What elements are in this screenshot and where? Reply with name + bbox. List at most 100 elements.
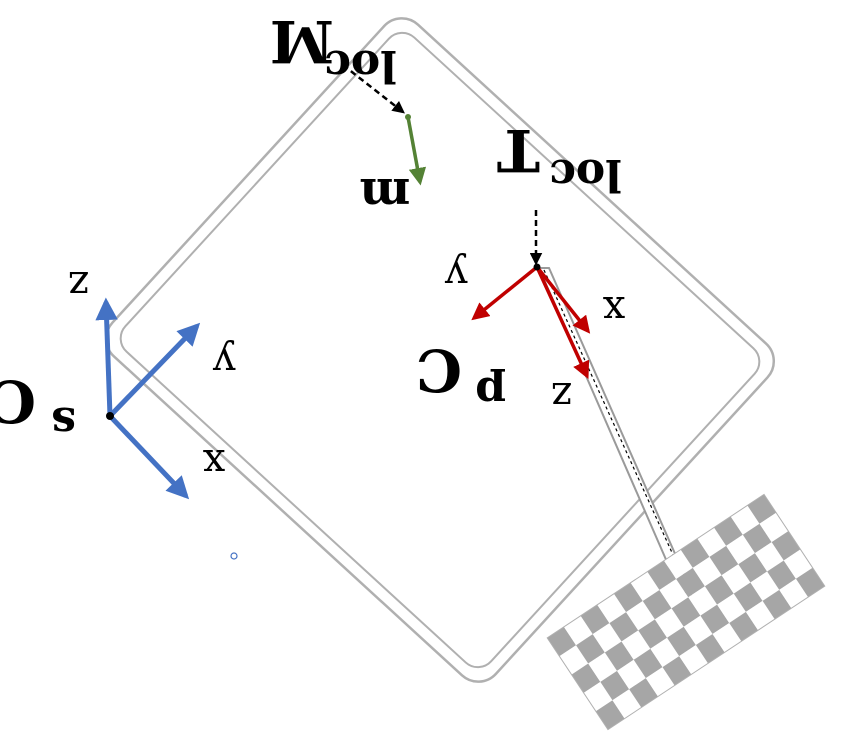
checker-cell <box>667 626 696 657</box>
p-axis-z-arrow <box>535 266 590 380</box>
tablet-inner-edge <box>119 31 761 669</box>
s-axis-z-label: z <box>68 262 89 308</box>
checker-cell <box>612 689 642 719</box>
checker-cell <box>580 604 610 635</box>
checker-cell <box>662 656 692 686</box>
checker-cell <box>771 531 801 561</box>
camera-frame-s <box>95 297 201 500</box>
checker-cell <box>738 553 768 583</box>
checker-cell <box>683 615 713 646</box>
p-axis-x-arrow <box>535 265 591 334</box>
checker-cell <box>717 593 746 623</box>
label-cp: C p <box>416 336 506 418</box>
checker-cell <box>645 667 675 697</box>
checker-cell <box>688 586 718 616</box>
checker-cell <box>617 659 646 690</box>
s-axis-y-label: y <box>212 339 236 385</box>
marker-vector <box>405 114 427 186</box>
checker-cell <box>750 571 780 601</box>
checker-cell <box>595 700 625 730</box>
checker-cell <box>754 542 784 572</box>
checker-cell <box>654 608 684 638</box>
checker-cell <box>609 612 639 642</box>
checker-cell <box>729 611 759 642</box>
checkerboard-marker-icon <box>546 493 826 731</box>
pen-axis-dashed-line <box>543 269 699 611</box>
checker-cell <box>671 597 701 627</box>
cp-label-main: C <box>416 336 462 404</box>
checker-cell <box>630 571 660 602</box>
checker-cell <box>638 619 668 649</box>
t-loc-label-main: T <box>497 116 540 184</box>
m-origin-dot <box>405 114 411 120</box>
s-axis-x-arrow <box>108 414 190 500</box>
t-loc-label-sup: loc <box>549 149 622 200</box>
checker-cell <box>697 527 727 557</box>
s-axis-y-arrow <box>108 322 201 418</box>
checker-cell <box>629 678 658 708</box>
m-loc-label-main: M <box>270 7 334 75</box>
checker-cell <box>583 681 613 712</box>
checker-cell <box>592 623 622 653</box>
checker-cell <box>762 589 792 620</box>
m-vector-arrow <box>406 116 427 186</box>
checker-cell <box>676 567 705 598</box>
tablet <box>104 17 776 683</box>
checker-cell <box>613 582 643 613</box>
checker-cell <box>795 567 825 598</box>
checker-cell <box>726 534 755 565</box>
checker-cell <box>709 545 739 576</box>
checker-cell <box>783 549 813 579</box>
cs-label-main: C <box>0 367 36 435</box>
camera-dot-icon <box>230 552 238 560</box>
checker-cell <box>742 523 772 554</box>
checker-cell <box>730 505 760 535</box>
checker-cell <box>679 645 709 675</box>
checker-cell <box>571 663 601 693</box>
cs-label-sup: s <box>51 397 76 448</box>
checker-cell <box>779 578 809 609</box>
checker-cell <box>700 604 730 634</box>
checker-cell <box>745 600 775 631</box>
label-t-loc: T loc <box>497 116 622 200</box>
m-loc-leader-line <box>342 64 405 114</box>
checker-cell <box>604 641 634 671</box>
checker-cell <box>563 615 593 646</box>
checker-cell <box>647 560 677 591</box>
checker-cell <box>663 549 693 579</box>
checker-cell <box>650 637 680 668</box>
checker-cell <box>547 626 577 657</box>
p-origin-dot <box>533 263 541 271</box>
checker-cell <box>600 670 630 701</box>
checker-cell <box>714 516 743 546</box>
s-axis-x-label: x <box>202 440 225 486</box>
checker-cell <box>621 630 651 660</box>
checker-cell <box>576 634 605 664</box>
checker-cell <box>704 575 734 605</box>
p-axis-x-label: x <box>602 287 625 333</box>
checker-cell <box>747 494 777 524</box>
m-vector-label: m <box>360 167 411 223</box>
label-cs: C s <box>0 367 76 448</box>
p-axis-z-label: z <box>551 373 572 419</box>
p-axis-y-label: y <box>444 252 468 298</box>
checker-cell <box>767 560 796 590</box>
checker-cell <box>680 538 710 568</box>
cp-label-sup: p <box>475 367 506 418</box>
checker-cell <box>759 512 789 543</box>
checker-cell <box>659 578 689 609</box>
s-axis-z-arrow <box>95 297 118 417</box>
checker-cell <box>588 652 618 682</box>
checker-cell <box>626 601 655 631</box>
checker-cell <box>642 590 672 620</box>
tablet-outer-edge <box>104 17 776 683</box>
checker-cell <box>692 556 722 587</box>
label-m-loc: M loc <box>270 7 397 91</box>
checker-cell <box>721 564 751 594</box>
checker-cell <box>559 645 589 675</box>
m-loc-label-sup: loc <box>324 40 397 91</box>
pen-frame-p <box>471 263 591 380</box>
checker-cell <box>597 593 627 624</box>
checker-cell <box>712 622 742 653</box>
